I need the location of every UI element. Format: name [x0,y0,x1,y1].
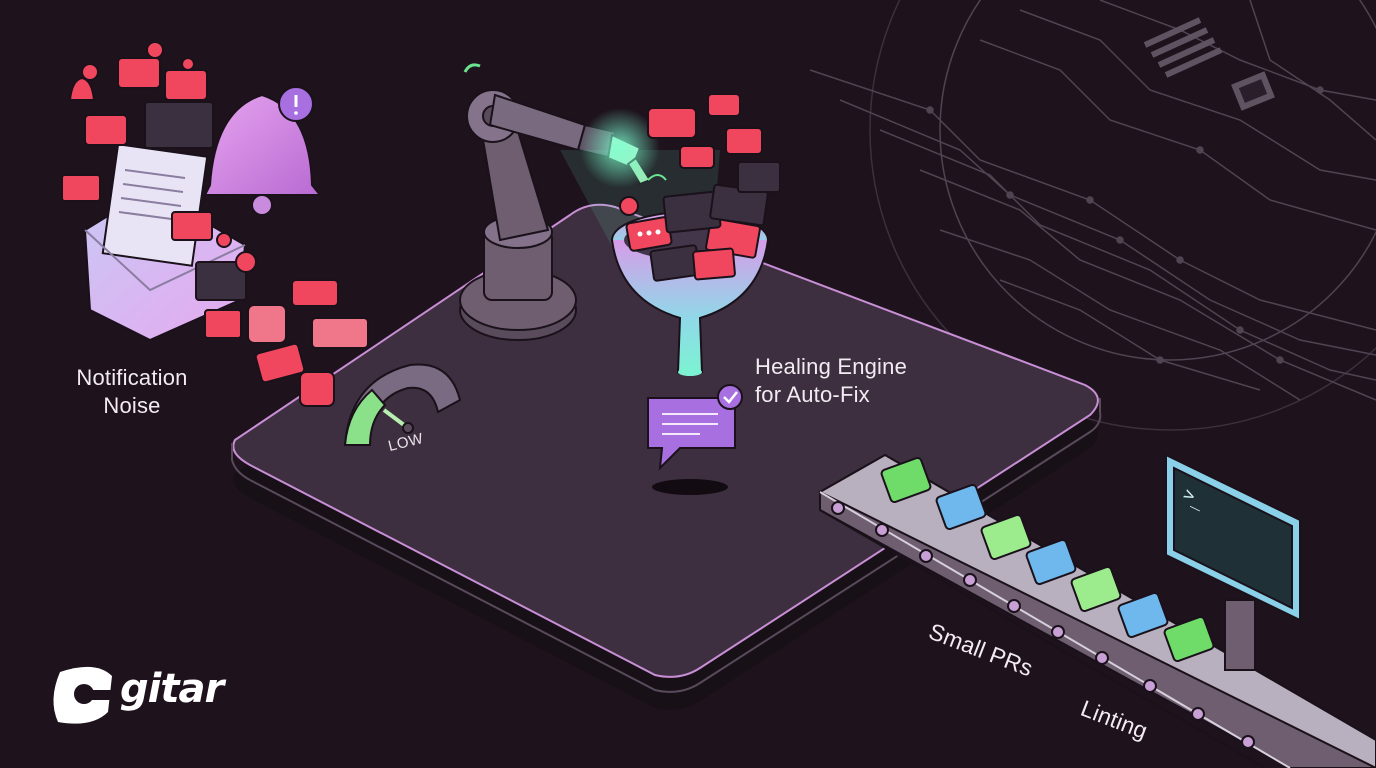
funnel-items [619,93,781,282]
conveyor-belt-icon [817,453,1376,768]
circuit-background [809,0,1376,431]
brand-logo: gitar [48,662,248,728]
auto-fix-message-icon [647,384,743,495]
chip-icon [1143,17,1275,111]
nozzle-glow [580,108,660,188]
chat-bubble-icon [117,57,161,89]
gitar-logo-icon [53,666,114,724]
notification-noise-label: Notification Noise [48,364,216,420]
pr-cards [880,456,1215,663]
robot-arm-icon [459,63,652,341]
notification-noise-line1: Notification [76,365,188,390]
healing-engine-line2: for Auto-Fix [755,382,870,407]
checkmark-icon [723,391,738,404]
healing-engine-line1: Healing Engine [755,354,908,379]
notification-noise-line2: Noise [103,393,161,418]
gauge-icon [343,363,462,446]
healing-engine-label: Healing Engine for Auto-Fix [755,353,907,409]
notification-noise-cluster [61,41,369,407]
terminal-icon [1165,453,1301,671]
brand-wordmark: gitar [120,666,224,712]
